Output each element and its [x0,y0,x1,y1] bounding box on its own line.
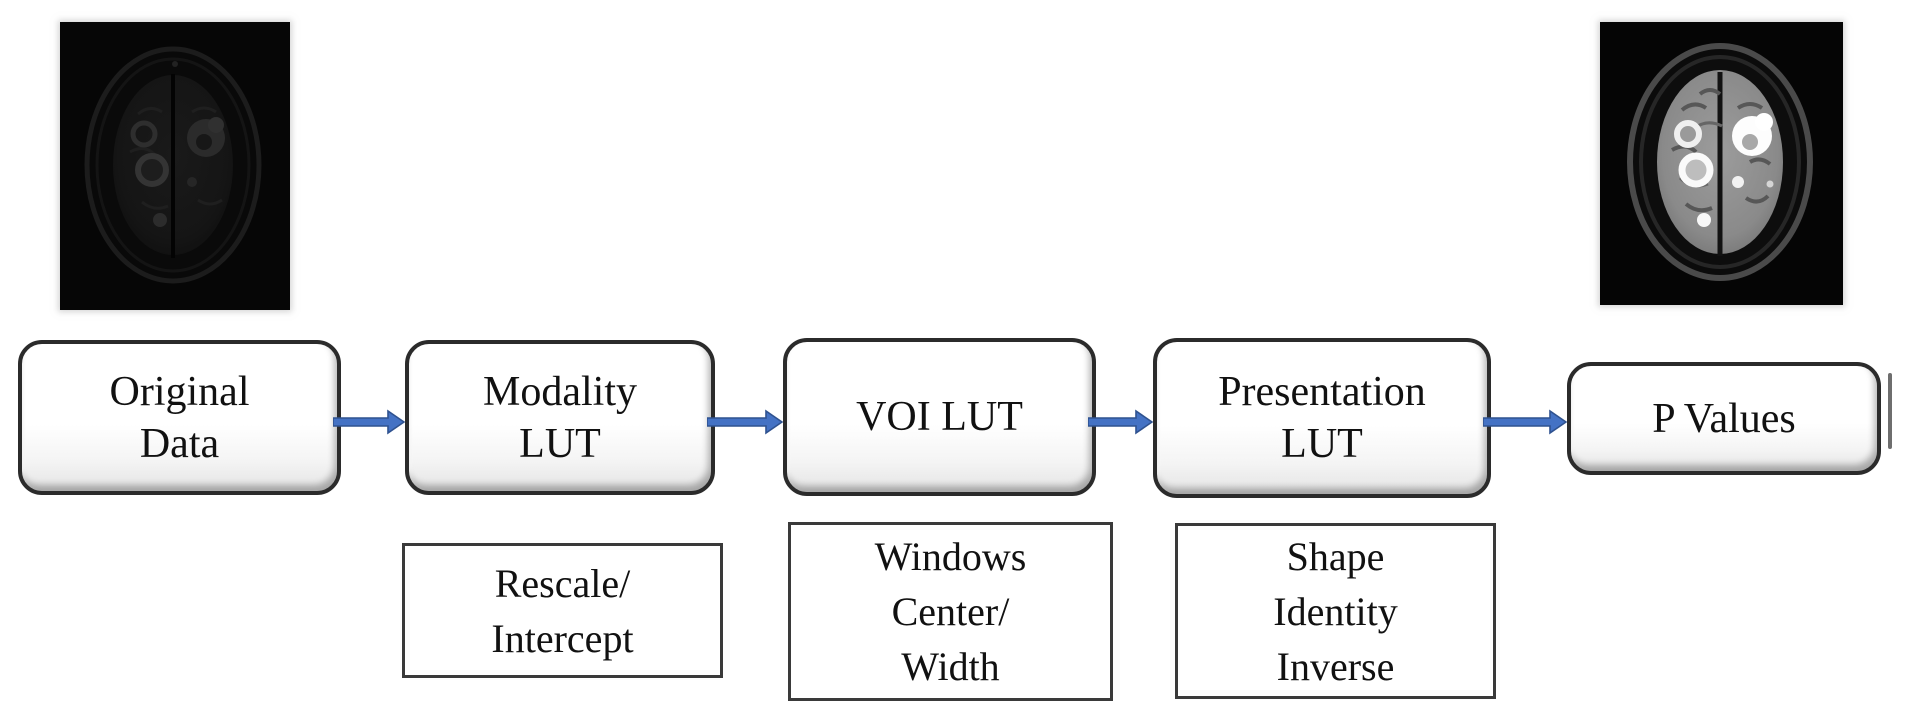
flow-box-presentation-lut-label: Presentation LUT [1218,369,1426,467]
flow-box-presentation-lut: Presentation LUT [1153,338,1491,498]
original-data-mri-image [60,22,290,310]
detail-box-rescale-intercept: Rescale/ Intercept [402,543,723,678]
flow-box-original-data: Original Data [18,340,341,495]
flow-box-original-data-label: Original Data [109,368,250,467]
arrow-presentation-to-pvalues-icon [1483,409,1567,435]
detail-box-rescale-intercept-label: Rescale/ Intercept [491,560,634,661]
detail-box-windows-center-width: Windows Center/ Width [788,522,1113,701]
detail-box-shape-identity-inverse-label: Shape Identity Inverse [1273,533,1398,689]
flow-box-voi-lut: VOI LUT [783,338,1096,496]
p-values-mri-image [1600,22,1843,305]
flow-box-p-values: P Values [1567,362,1881,475]
arrow-voi-to-presentation-icon [1088,409,1153,435]
flow-box-modality-lut-label: Modality LUT [483,368,637,467]
flow-box-voi-lut-label: VOI LUT [856,394,1023,440]
detail-box-shape-identity-inverse: Shape Identity Inverse [1175,523,1496,699]
flow-box-modality-lut: Modality LUT [405,340,715,495]
detail-box-windows-center-width-label: Windows Center/ Width [874,534,1027,689]
flow-box-p-values-label: P Values [1652,395,1796,442]
arrow-modality-to-voi-icon [707,409,783,435]
cropped-next-box-edge [1888,373,1892,449]
arrow-original-to-modality-icon [333,409,405,435]
